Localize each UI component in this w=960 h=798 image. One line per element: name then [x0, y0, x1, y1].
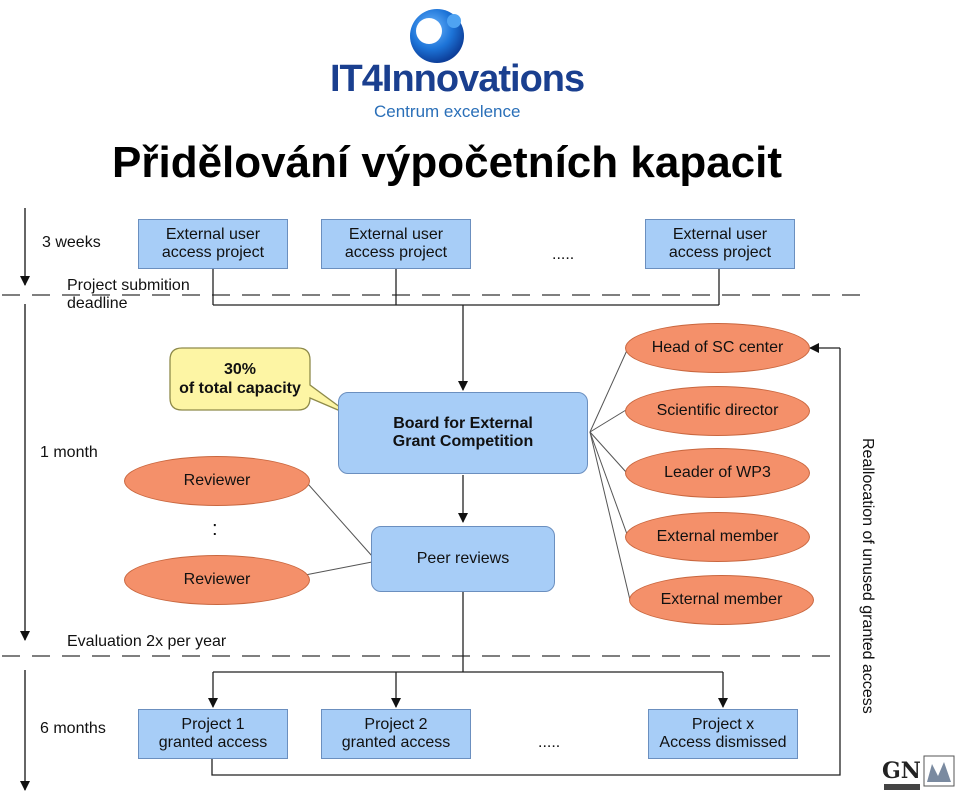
page-title: Přidělování výpočetních kapacit: [112, 138, 783, 187]
reviewer-ellipse: Reviewer: [124, 456, 310, 506]
logo-sphere-icon: [410, 9, 464, 63]
member-ellipse: Scientific director: [625, 386, 810, 436]
logo-text: IT4Innovations: [330, 58, 585, 100]
external-project-box: External user access project: [645, 219, 795, 269]
phase-label-3-weeks: 3 weeks: [42, 234, 101, 251]
partner-logos-icon: GN: [882, 755, 955, 790]
result-box: Project 1 granted access: [138, 709, 288, 759]
evaluation-label: Evaluation 2x per year: [67, 633, 227, 650]
result-box: Project x Access dismissed: [648, 709, 798, 759]
it4innovations-logo: IT4Innovations Centrum excelence: [330, 6, 585, 121]
capacity-note: 30% of total capacity: [179, 361, 301, 397]
top-ellipsis: .....: [552, 246, 575, 263]
deadline-label: Project submition deadline: [67, 277, 190, 312]
phase-separators: [2, 294, 868, 657]
bottom-ellipsis: .....: [538, 734, 561, 751]
committee-links: [589, 347, 631, 601]
peer-reviews-box: Peer reviews: [371, 526, 555, 592]
reviewer-links: [299, 474, 373, 577]
phase-label-6-months: 6 months: [40, 720, 106, 737]
reviewer-dots: :: [212, 518, 218, 540]
reviewer-ellipse: Reviewer: [124, 555, 310, 605]
reallocation-label: Reallocation of unused granted access: [859, 438, 876, 714]
submission-flow: [208, 268, 728, 708]
logo-subtitle: Centrum excelence: [374, 102, 521, 121]
member-ellipse: Head of SC center: [625, 323, 810, 373]
result-box: Project 2 granted access: [321, 709, 471, 759]
external-project-box: External user access project: [321, 219, 471, 269]
member-ellipse: Leader of WP3: [625, 448, 810, 498]
member-ellipse: External member: [625, 512, 810, 562]
external-project-box: External user access project: [138, 219, 288, 269]
board-box: Board for External Grant Competition: [338, 392, 588, 474]
phase-label-1-month: 1 month: [40, 444, 98, 461]
reallocation-loop: [211, 343, 841, 776]
capacity-callout: [169, 347, 353, 417]
member-ellipse: External member: [629, 575, 814, 625]
svg-text:GN: GN: [882, 758, 921, 784]
